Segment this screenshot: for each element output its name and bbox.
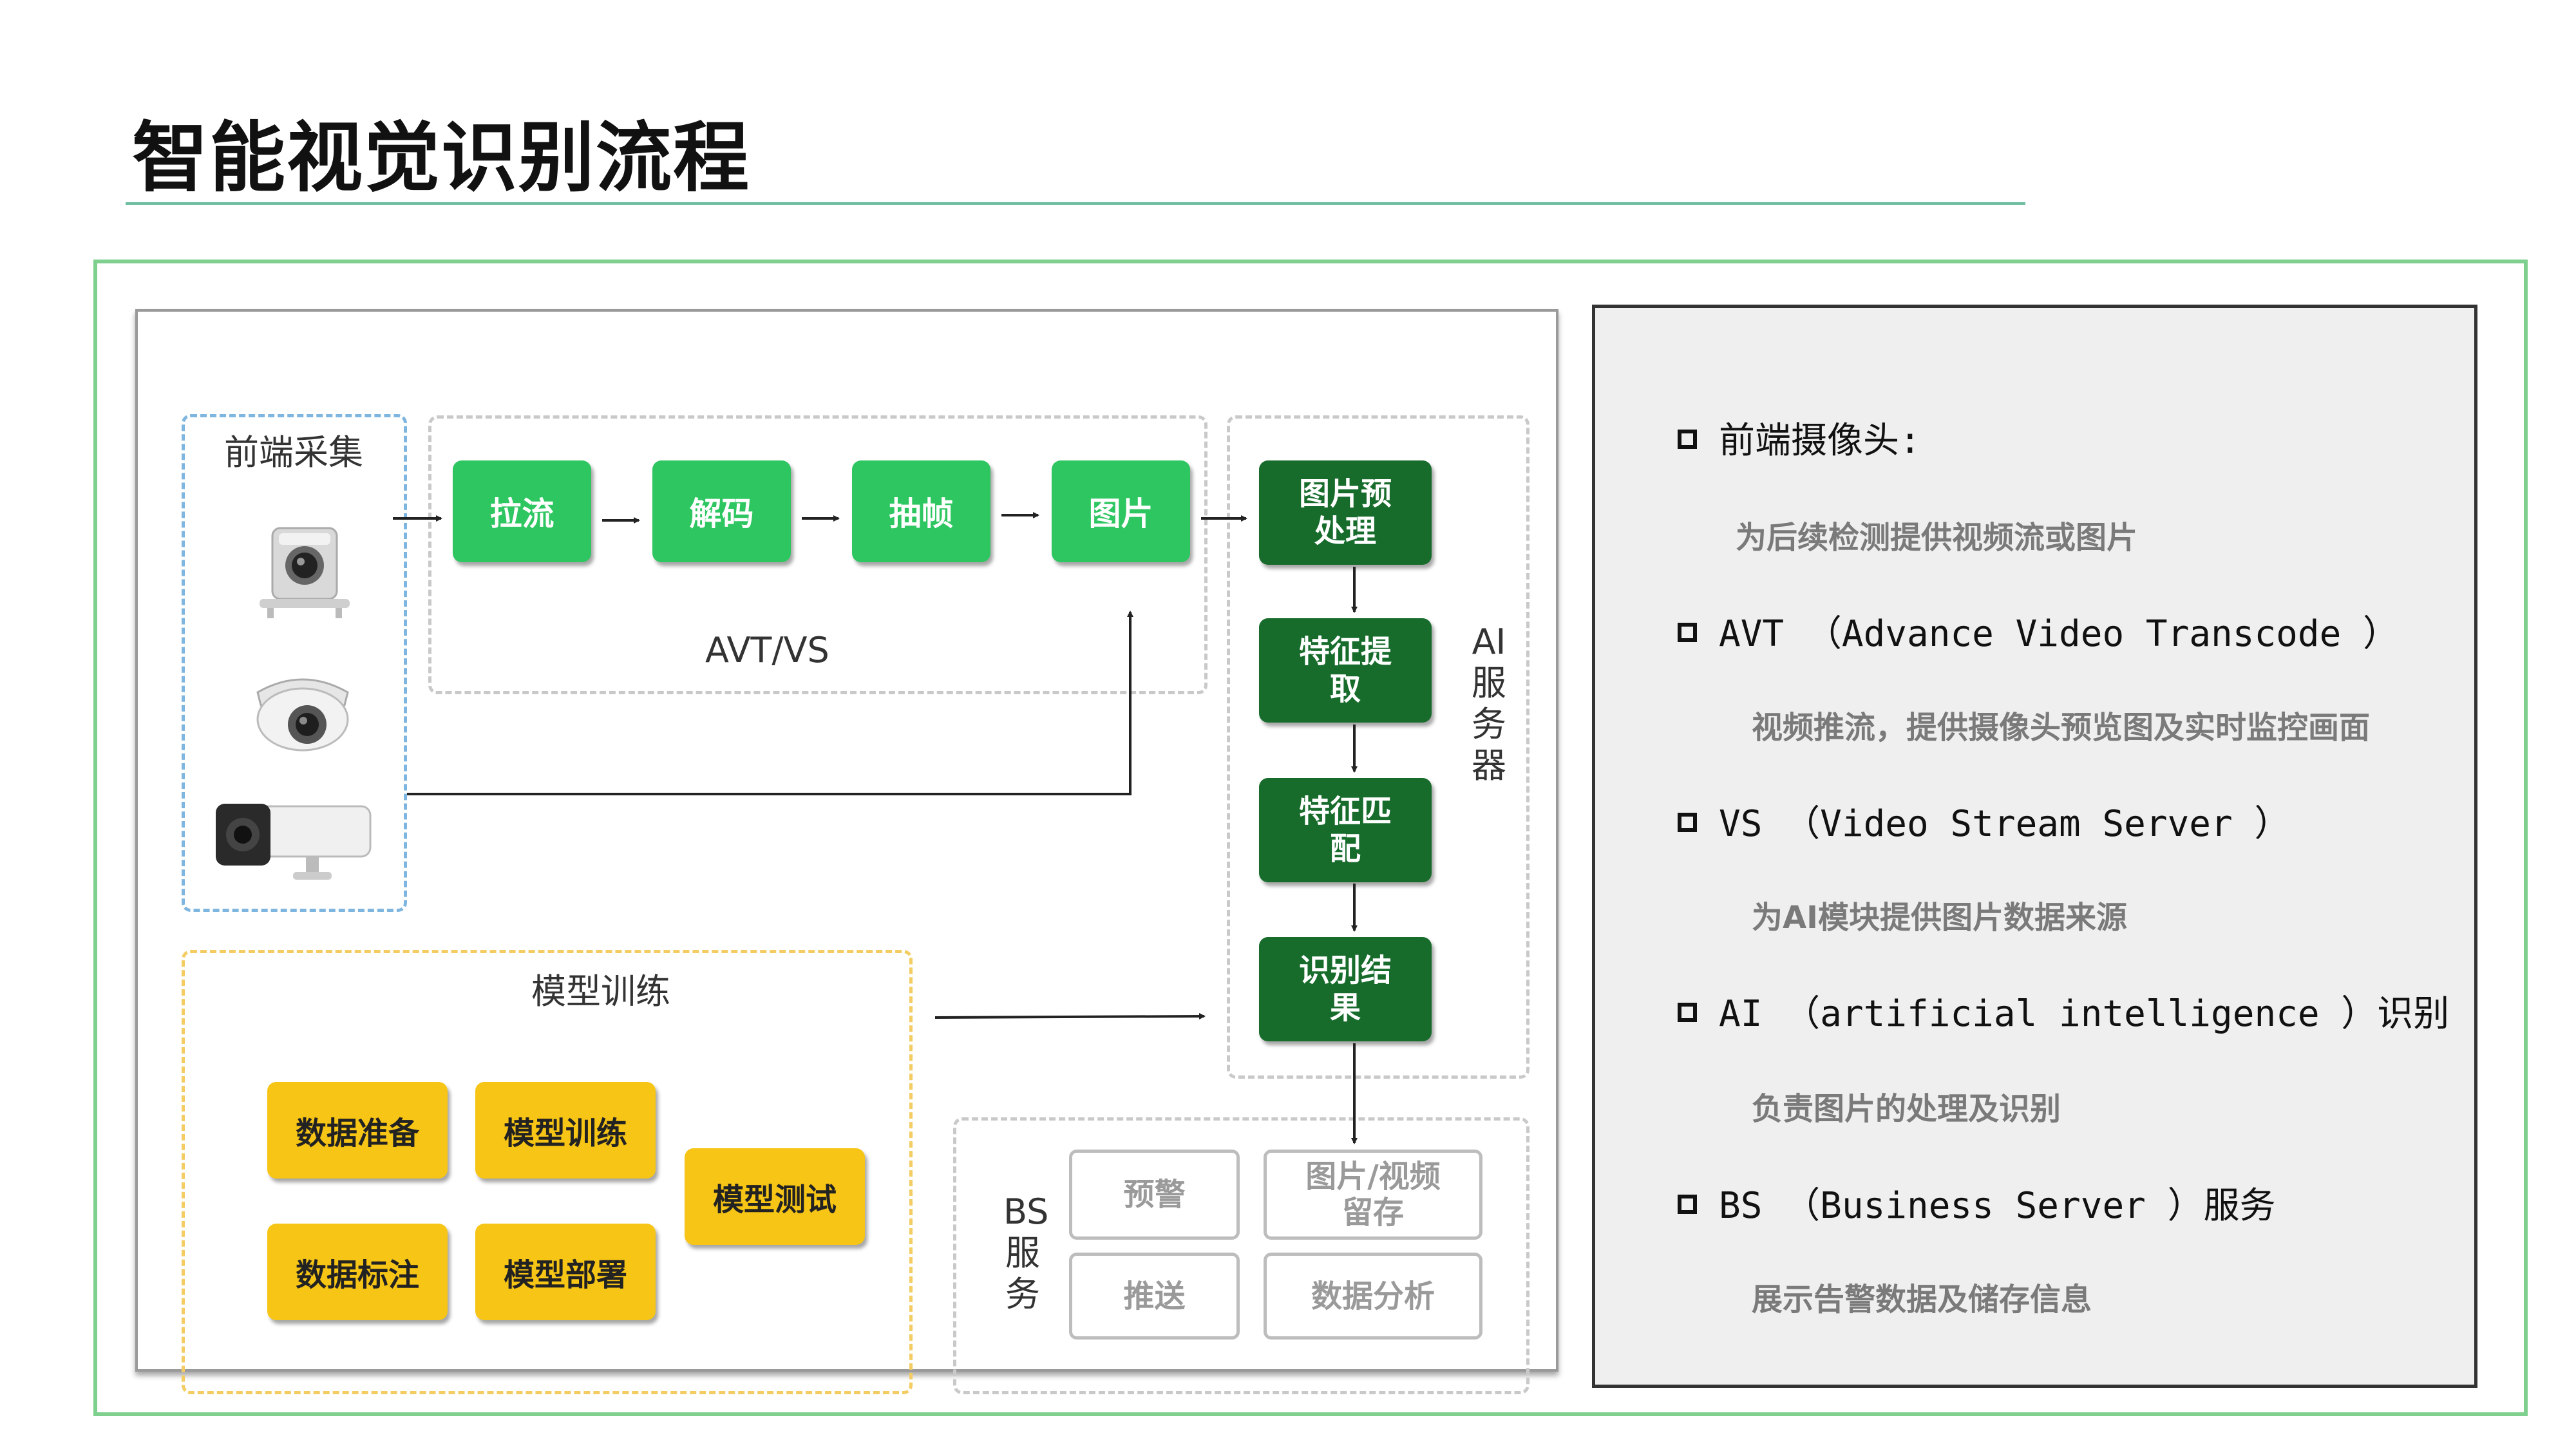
info-desc-avt: 视频推流，提供摄像头预览图及实时监控画面 (1752, 710, 2371, 746)
avt-vs-group (428, 415, 1208, 694)
bs-service-group (953, 1117, 1530, 1394)
checkbox-icon (1678, 1002, 1697, 1022)
front-end-group (182, 414, 407, 912)
ai-server-group (1227, 415, 1530, 1079)
step-pull-stream: 拉流 (453, 460, 591, 562)
checkbox-icon (1678, 622, 1697, 642)
avt-vs-label: AVT/VS (705, 630, 829, 670)
bs-retention-box: 图片/视频留存 (1264, 1150, 1482, 1240)
checkbox-icon (1678, 429, 1697, 449)
info-item-ai: AI （artificial intelligence ）识别 (1678, 992, 2449, 1037)
step-image: 图片 (1052, 460, 1190, 562)
info-item-camera: 前端摄像头: (1678, 419, 1921, 464)
step-model-test: 模型测试 (685, 1148, 865, 1245)
bs-service-label: BS 服 务 (1003, 1191, 1049, 1314)
bs-push-box: 推送 (1069, 1253, 1240, 1340)
info-desc-vs: 为AI模块提供图片数据来源 (1752, 900, 2128, 936)
step-feature-extract: 特征提取 (1259, 618, 1432, 723)
arrow-training-to-result (934, 1013, 1206, 1020)
step-data-prep: 数据准备 (267, 1082, 448, 1179)
step-decode: 解码 (652, 460, 791, 562)
bs-alert-box: 预警 (1069, 1150, 1240, 1240)
bs-analysis-box: 数据分析 (1264, 1253, 1482, 1340)
info-desc-camera: 为后续检测提供视频流或图片 (1736, 520, 2138, 556)
checkbox-icon (1678, 1194, 1697, 1214)
step-model-deploy: 模型部署 (475, 1224, 656, 1320)
step-recognition-result: 识别结果 (1259, 937, 1432, 1041)
front-end-label: 前端采集 (224, 432, 363, 473)
step-frame-extract: 抽帧 (852, 460, 990, 562)
info-desc-bs: 展示告警数据及储存信息 (1752, 1282, 2092, 1318)
box-camera-icon (260, 527, 350, 618)
page-title: 智能视觉识别流程 (132, 113, 751, 202)
bullet-camera-icon (216, 804, 372, 880)
step-model-train: 模型训练 (475, 1082, 656, 1179)
model-training-label: 模型训练 (531, 971, 670, 1012)
step-image-preprocess: 图片预处理 (1259, 460, 1432, 565)
outer-frame (93, 260, 2528, 1416)
info-desc-ai: 负责图片的处理及识别 (1752, 1091, 2061, 1127)
step-feature-match: 特征匹配 (1259, 778, 1432, 882)
dome-camera-icon (256, 678, 349, 752)
info-panel (1592, 305, 2477, 1388)
model-training-group (182, 950, 913, 1394)
info-item-bs: BS （Business Server ）服务 (1678, 1184, 2276, 1229)
title-underline (126, 202, 2025, 205)
checkbox-icon (1678, 812, 1697, 832)
step-data-label: 数据标注 (267, 1224, 448, 1320)
info-item-vs: VS （Video Stream Server ） (1678, 802, 2290, 847)
arrow-camera-to-image (407, 611, 1133, 795)
info-item-avt: AVT （Advance Video Transcode ） (1678, 612, 2399, 657)
ai-server-label: AI 服 务 器 (1472, 621, 1506, 786)
